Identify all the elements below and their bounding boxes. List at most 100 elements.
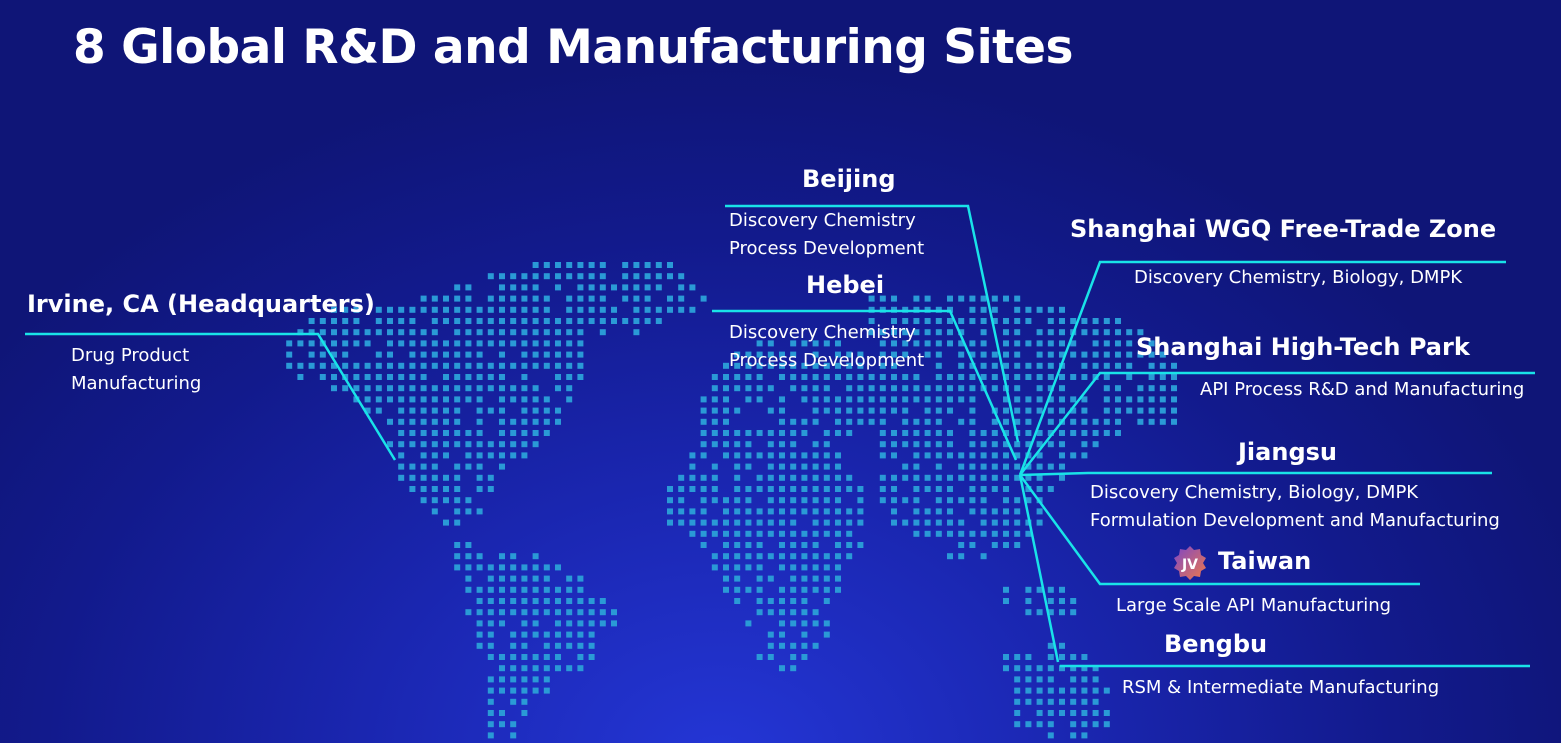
map-dot (555, 318, 561, 324)
map-dot (532, 564, 539, 571)
map-dot (1036, 721, 1043, 728)
map-dot (734, 497, 741, 504)
map-dot (823, 463, 830, 470)
map-dot (532, 329, 539, 336)
map-dot (801, 620, 808, 627)
map-dot (745, 564, 752, 571)
map-dot (902, 351, 909, 358)
map-dot (1059, 463, 1065, 470)
map-dot (409, 486, 416, 492)
map-dot (521, 374, 528, 380)
map-dot (969, 318, 976, 324)
map-dot (689, 452, 696, 459)
map-dot (577, 642, 584, 649)
map-dot (779, 564, 785, 571)
map-dot (835, 351, 841, 358)
map-dot (779, 407, 785, 414)
map-dot (801, 530, 808, 537)
map-dot (443, 295, 449, 302)
map-dot (857, 418, 864, 425)
map-dot (756, 519, 763, 526)
map-dot (476, 486, 483, 492)
map-dot (487, 609, 494, 616)
map-dot (420, 295, 427, 302)
map-dot (521, 318, 528, 324)
map-dot (779, 620, 785, 627)
map-dot (465, 553, 472, 560)
map-dot (577, 340, 584, 347)
map-dot (308, 362, 315, 369)
map-dot (1103, 407, 1110, 414)
map-dot (913, 340, 920, 347)
map-dot (1115, 362, 1121, 369)
map-dot (969, 340, 976, 347)
map-dot (1092, 676, 1099, 683)
map-dot (454, 486, 461, 492)
map-dot (510, 340, 517, 347)
map-dot (924, 329, 931, 336)
map-dot (476, 351, 483, 358)
map-dot (476, 329, 483, 336)
map-dot (980, 351, 987, 358)
map-dot (476, 586, 483, 593)
map-dot (465, 284, 472, 291)
map-dot (487, 642, 494, 649)
map-dot (566, 575, 573, 582)
map-dot (577, 609, 584, 616)
map-dot (734, 530, 741, 537)
map-dot (409, 441, 416, 448)
map-dot (409, 418, 416, 425)
map-dot (1081, 654, 1088, 660)
map-dot (431, 407, 438, 414)
map-dot (1014, 676, 1021, 683)
map-dot (835, 374, 841, 380)
map-dot (745, 486, 752, 492)
map-dot (499, 295, 505, 302)
map-dot (1115, 385, 1121, 392)
map-dot (734, 564, 741, 571)
map-dot (543, 564, 550, 571)
map-dot (555, 586, 561, 593)
map-dot (622, 318, 629, 324)
map-dot (487, 385, 494, 392)
map-dot (555, 620, 561, 627)
map-dot (409, 351, 416, 358)
map-dot (1003, 318, 1009, 324)
map-dot (1014, 665, 1021, 672)
map-dot (756, 396, 763, 403)
map-dot (487, 586, 494, 593)
map-dot (499, 654, 505, 660)
map-dot (409, 340, 416, 347)
map-dot (790, 362, 797, 369)
map-dot (521, 698, 528, 705)
desc-line: Drug Product (71, 345, 190, 366)
map-dot (577, 654, 584, 660)
map-dot (891, 486, 897, 492)
map-dot (1081, 676, 1088, 683)
map-dot (779, 430, 785, 436)
map-dot (879, 407, 886, 414)
map-dot (913, 430, 920, 436)
map-dot (958, 542, 965, 548)
map-dot (891, 519, 897, 526)
map-dot (1081, 407, 1088, 414)
map-dot (655, 262, 662, 268)
map-dot (454, 519, 461, 526)
map-dot (521, 396, 528, 403)
map-dot (443, 519, 449, 526)
map-dot (420, 329, 427, 336)
map-dot (891, 295, 897, 302)
map-dot (532, 441, 539, 448)
map-dot (1148, 407, 1155, 414)
map-dot (1036, 508, 1043, 515)
map-dot (812, 474, 819, 481)
map-dot (1003, 530, 1009, 537)
map-dot (678, 474, 685, 481)
map-dot (913, 463, 920, 470)
map-dot (577, 295, 584, 302)
map-dot (734, 474, 741, 481)
map-dot (868, 385, 875, 392)
map-dot (779, 418, 785, 425)
map-dot (902, 463, 909, 470)
map-dot (711, 474, 718, 481)
